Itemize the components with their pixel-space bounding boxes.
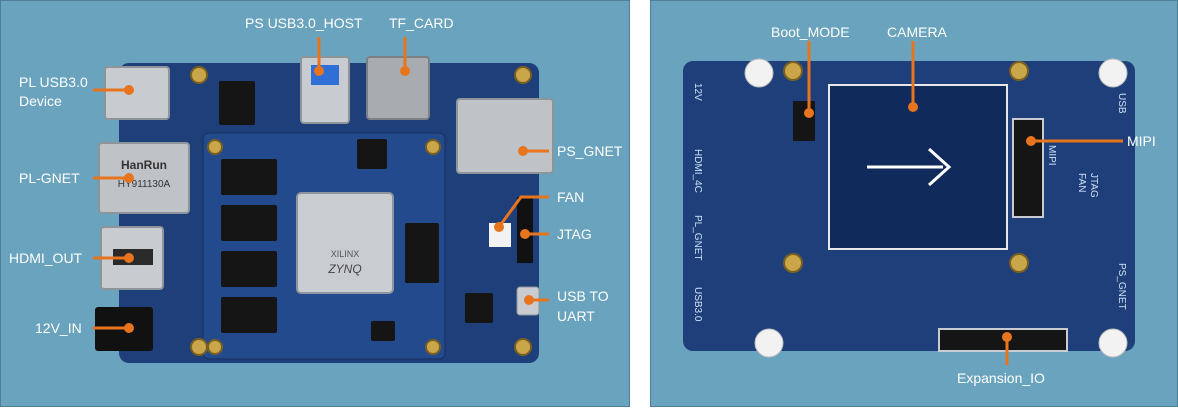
silk-hdmi: HDMI_4C: [692, 149, 703, 193]
tf-card-label: TF_CARD: [389, 15, 454, 31]
silk-pl-gnet: PL_GNET: [692, 215, 703, 261]
pl-usb-label-line1: PL USB3.0: [19, 74, 88, 90]
board-front-panel: XILINX ZYNQ HanRun HY911130A PL: [0, 0, 630, 407]
usb-uart-label-line2: UART: [557, 308, 595, 324]
boot-mode-label: Boot_MODE: [771, 24, 850, 40]
silk-12v: 12V: [692, 83, 703, 101]
zynq-silk: ZYNQ: [327, 262, 361, 276]
front-leaders: [93, 37, 549, 333]
ddr-memory-chips: [221, 159, 277, 333]
fan-label: FAN: [557, 189, 584, 205]
silk-usb3: USB3.0: [692, 287, 703, 322]
mipi-label: MIPI: [1127, 133, 1156, 149]
power-in-label: 12V_IN: [35, 320, 82, 336]
expansion-io-label: Expansion_IO: [957, 370, 1045, 386]
zynq-chip: [296, 192, 394, 294]
ps-gnet-label: PS_GNET: [557, 143, 623, 159]
board-front-diagram: XILINX ZYNQ HanRun HY911130A PL: [9, 15, 623, 363]
back-leaders: [804, 41, 1123, 365]
ps-gnet-rj45: [456, 98, 554, 174]
hanrun-silk: HanRun: [121, 158, 167, 172]
usb-uart-label-line1: USB TO: [557, 288, 609, 304]
board-back-panel: 12V HDMI_4C PL_GNET USB3.0 USB MIPI JTAG…: [650, 0, 1178, 407]
boot-mode-switch: [793, 101, 815, 141]
standoffs: [744, 58, 1128, 358]
silk-mipi: MIPI: [1046, 145, 1057, 166]
hdmi-out-label: HDMI_OUT: [9, 250, 83, 266]
pl-usb-label-line2: Device: [19, 93, 62, 109]
tf-card-slot: [366, 56, 430, 120]
camera-arrow-icon: [867, 147, 952, 187]
jtag-label: JTAG: [557, 226, 592, 242]
camera-label: CAMERA: [887, 24, 948, 40]
silk-jtag: JTAG: [1088, 173, 1099, 198]
board-back-diagram: 12V HDMI_4C PL_GNET USB3.0 USB MIPI JTAG…: [683, 24, 1156, 386]
misc-ics: [219, 81, 493, 341]
pl-gnet-label: PL-GNET: [19, 170, 80, 186]
xilinx-silk: XILINX: [331, 249, 360, 259]
ps-usb-host-label: PS USB3.0_HOST: [245, 15, 363, 31]
silk-usb: USB: [1116, 93, 1127, 114]
mounting-holes: [190, 66, 532, 356]
pl-usb-connector: [104, 66, 170, 120]
silk-fan: FAN: [1076, 173, 1087, 192]
rj45-part-silk: HY911130A: [118, 179, 171, 190]
brass-standoffs: [783, 61, 1029, 273]
mipi-connector: [1012, 118, 1044, 218]
silk-ps-gnet: PS_GNET: [1116, 263, 1127, 310]
